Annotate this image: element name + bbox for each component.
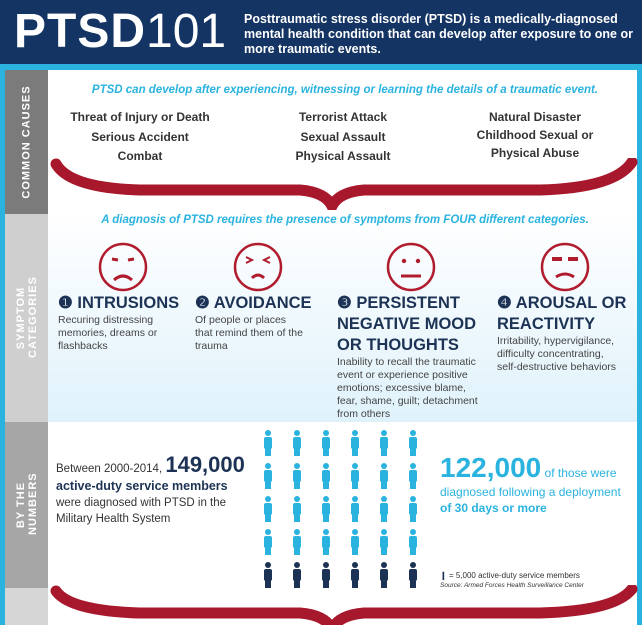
person-icon: [409, 529, 417, 555]
person-icon: [380, 529, 388, 555]
side-label-symptoms: SYMPTOM CATEGORIES: [5, 214, 48, 422]
person-icon: [351, 463, 359, 489]
ptsd101-logo: PTSD101: [14, 5, 227, 58]
angry-face-icon: [540, 242, 590, 292]
person-icon: [322, 562, 330, 588]
person-icon: [264, 463, 272, 489]
person-icon: [380, 562, 388, 588]
worried-face-icon: [98, 242, 148, 292]
person-icon: [322, 430, 330, 456]
symptoms-lead: A diagnosis of PTSD requires the presenc…: [101, 214, 589, 226]
person-icon: [293, 463, 301, 489]
people-pictogram: [264, 430, 417, 588]
side-label-common-causes: COMMON CAUSES: [5, 70, 48, 214]
causes-lead: PTSD can develop after experiencing, wit…: [91, 84, 599, 96]
red-brace-bottom: [50, 585, 638, 625]
person-icon: [264, 430, 272, 456]
person-icon: ❙: [440, 571, 447, 580]
person-icon: [351, 496, 359, 522]
person-icon: [351, 562, 359, 588]
header-banner: [0, 0, 642, 64]
person-icon: [264, 562, 272, 588]
pictogram-legend: ❙ = 5,000 active-duty service members So…: [440, 571, 584, 589]
squinting-face-icon: [233, 242, 283, 292]
person-icon: [380, 463, 388, 489]
person-icon: [409, 430, 417, 456]
deployment-stat: 122,000 of those were diagnosed followin…: [440, 452, 621, 515]
person-icon: [264, 529, 272, 555]
person-icon: [322, 496, 330, 522]
intro-text: Posttraumatic stress disorder (PTSD) is …: [244, 12, 633, 56]
total-diagnosed-stat: Between 2000-2014, 149,000 active-duty s…: [56, 452, 245, 525]
person-icon: [409, 463, 417, 489]
red-brace-top: [50, 158, 638, 210]
person-icon: [264, 496, 272, 522]
person-icon: [380, 496, 388, 522]
person-icon: [293, 562, 301, 588]
person-icon: [351, 529, 359, 555]
symptoms-background: [48, 214, 637, 422]
person-icon: [293, 496, 301, 522]
person-icon: [409, 562, 417, 588]
person-icon: [380, 430, 388, 456]
person-icon: [293, 430, 301, 456]
person-icon: [322, 463, 330, 489]
person-icon: [351, 430, 359, 456]
person-icon: [409, 496, 417, 522]
person-icon: [322, 529, 330, 555]
neutral-face-icon: [386, 242, 436, 292]
person-icon: [293, 529, 301, 555]
side-bottom: [5, 588, 48, 625]
side-label-numbers: BY THE NUMBERS: [5, 422, 48, 588]
